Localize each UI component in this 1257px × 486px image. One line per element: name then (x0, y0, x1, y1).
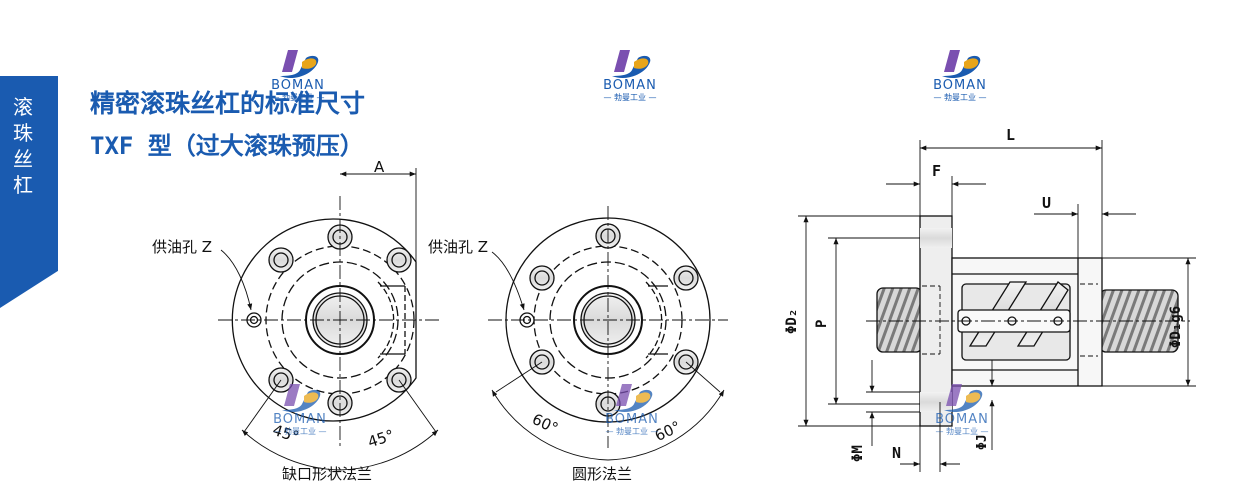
logo-subtext: — 勃曼工业 — (935, 427, 989, 436)
side-tab: 滚 珠 丝 杠 (0, 76, 58, 308)
dim-D1-label: ΦD₁g6 (1168, 306, 1184, 348)
page-subtitle: TXF 型（过大滚珠预压） (90, 132, 364, 160)
dim-F-label: F (932, 162, 941, 180)
boman-logo: BOMAN — 勃曼工业 — (258, 48, 338, 108)
boman-logo: BOMAN — 勃曼工业 — (592, 382, 672, 442)
boman-logo: BOMAN — 勃曼工业 — (260, 382, 340, 442)
logo-text: BOMAN (273, 412, 327, 427)
screw-shaft-left (876, 287, 923, 353)
side-view (798, 140, 1196, 472)
logo-subtext: — 勃曼工业 — (933, 93, 987, 102)
oil-hole-label: 供油孔 Z (152, 238, 212, 256)
logo-subtext: — 勃曼工业 — (273, 427, 327, 436)
logo-text: BOMAN (271, 78, 325, 93)
dim-A-label: A (374, 158, 385, 176)
logo-subtext: — 勃曼工业 — (605, 427, 659, 436)
boman-logo-icon (614, 384, 653, 413)
angle-label: 60° (529, 410, 561, 438)
boman-logo: BOMAN — 勃曼工业 — (922, 382, 1002, 442)
dim-P-label: P (814, 320, 830, 328)
notched-flange-view (218, 168, 442, 471)
boman-logo: BOMAN — 勃曼工业 — (920, 48, 1000, 108)
dim-N-label: N (892, 444, 901, 462)
logo-subtext: — 勃曼工业 — (603, 93, 657, 102)
flange-caption: 缺口形状法兰 (282, 465, 372, 483)
logo-subtext: — 勃曼工业 — (271, 93, 325, 102)
page-title: 精密滚珠丝杠的标准尺寸 (90, 89, 366, 118)
round-flange-view (488, 206, 728, 461)
dim-D2-label: ΦD₂ (784, 309, 800, 334)
logo-text: BOMAN (603, 78, 657, 93)
side-tab-char: 丝 (13, 147, 33, 171)
boman-logo-icon (280, 50, 319, 79)
side-tab-char: 珠 (13, 121, 33, 145)
dim-U-label: U (1042, 194, 1051, 212)
boman-logo: BOMAN — 勃曼工业 — (590, 48, 670, 108)
boman-logo-icon (282, 384, 321, 413)
logo-text: BOMAN (935, 412, 989, 427)
boman-logo-icon (612, 50, 651, 79)
side-tab-char: 滚 (13, 95, 33, 119)
dim-L-label: L (1006, 126, 1015, 144)
boman-logo-icon (942, 50, 981, 79)
flange-caption: 圆形法兰 (572, 465, 632, 483)
boman-logo-icon (944, 384, 983, 413)
side-tab-char: 杠 (13, 173, 33, 197)
dim-J-label: ΦJ (975, 434, 990, 450)
angle-label: 45° (365, 426, 396, 451)
oil-hole-label: 供油孔 Z (428, 238, 488, 256)
dim-M-label: ΦM (850, 445, 866, 462)
logo-text: BOMAN (605, 412, 659, 427)
logo-text: BOMAN (933, 78, 987, 93)
